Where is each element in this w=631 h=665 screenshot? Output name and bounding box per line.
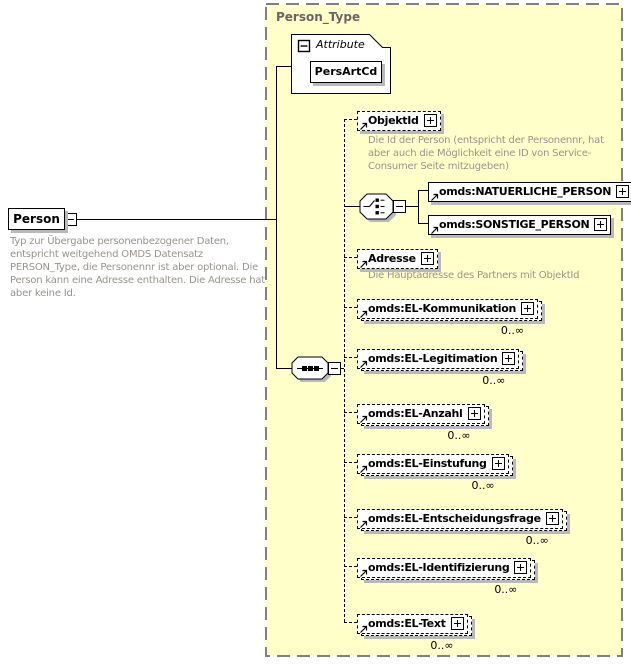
element-omds-el-entscheidungsfrage[interactable]: omds:EL-Entscheidungsfrage	[357, 508, 563, 529]
element-reference-arrow-icon	[360, 310, 368, 318]
attribute-persartcd[interactable]: PersArtCd	[310, 61, 382, 83]
element-reference-arrow-icon	[431, 226, 439, 234]
minus-icon[interactable]	[393, 200, 406, 213]
choice-compositor-icon[interactable]	[359, 193, 396, 222]
element-wrap-omds-el-einstufung: omds:EL-Einstufung 0..∞	[357, 452, 513, 492]
sequence-compositor-icon[interactable]	[291, 356, 331, 382]
cardinality-label: 0..∞	[471, 478, 495, 492]
element-label: omds:EL-Text	[368, 617, 446, 630]
element-reference-arrow-icon	[360, 625, 368, 633]
person-annotation: Typ zur Übergabe personenbezogener Daten…	[10, 236, 266, 299]
minus-icon[interactable]	[328, 362, 341, 375]
element-wrap-omds-sonstige-person: omds:SONSTIGE_PERSON	[428, 213, 612, 235]
cardinality-label: 0..∞	[430, 638, 454, 652]
element-label: omds:EL-Legitimation	[368, 352, 498, 365]
element-wrap-objektid: ObjektId	[357, 109, 441, 131]
minus-icon[interactable]	[297, 39, 311, 53]
element-label: omds:NATUERLICHE_PERSON	[439, 185, 612, 198]
element-wrap-omds-el-entscheidungsfrage: omds:EL-Entscheidungsfrage 0..∞	[357, 507, 567, 547]
element-label: omds:EL-Entscheidungsfrage	[368, 512, 541, 525]
element-reference-arrow-icon	[360, 569, 368, 577]
person-type-container	[265, 3, 623, 657]
element-reference-arrow-icon	[360, 122, 368, 130]
element-omds-el-kommunikation[interactable]: omds:EL-Kommunikation	[357, 298, 539, 319]
element-omds-el-text[interactable]: omds:EL-Text	[357, 613, 468, 634]
element-label: omds:EL-Anzahl	[368, 407, 463, 420]
element-label: Adresse	[368, 252, 416, 265]
plus-icon[interactable]	[420, 252, 434, 265]
cardinality-label: 0..∞	[447, 428, 471, 442]
annotation-objektid: Die Id der Person (entspricht der Person…	[368, 135, 604, 172]
cardinality-label: 0..∞	[482, 373, 506, 387]
element-omds-el-legitimation[interactable]: omds:EL-Legitimation	[357, 348, 520, 369]
element-reference-arrow-icon	[360, 360, 368, 368]
element-label: omds:EL-Einstufung	[368, 457, 487, 470]
element-reference-arrow-icon	[360, 415, 368, 423]
cardinality-label: 0..∞	[525, 533, 549, 547]
dashed-connectors	[344, 119, 357, 623]
element-reference-arrow-icon	[360, 520, 368, 528]
plus-icon[interactable]	[545, 512, 559, 525]
plus-icon[interactable]	[467, 407, 481, 420]
plus-icon[interactable]	[616, 185, 630, 198]
element-wrap-omds-natuerliche-person: omds:NATUERLICHE_PERSON	[428, 180, 631, 202]
element-omds-natuerliche-person[interactable]: omds:NATUERLICHE_PERSON	[428, 181, 631, 202]
plus-icon[interactable]	[514, 561, 528, 574]
element-wrap-omds-el-legitimation: omds:EL-Legitimation 0..∞	[357, 347, 524, 387]
element-omds-el-identifizierung[interactable]: omds:EL-Identifizierung	[357, 557, 532, 578]
element-wrap-omds-el-text: omds:EL-Text 0..∞	[357, 612, 472, 652]
element-person[interactable]: Person	[8, 208, 65, 230]
element-omds-el-anzahl[interactable]: omds:EL-Anzahl	[357, 403, 485, 424]
container-title: Person_Type	[276, 10, 361, 24]
attribute-header-label: Attribute	[316, 38, 365, 51]
plus-icon[interactable]	[491, 457, 505, 470]
plus-icon[interactable]	[450, 617, 464, 630]
element-label: omds:SONSTIGE_PERSON	[439, 218, 590, 231]
element-objektid[interactable]: ObjektId	[357, 110, 441, 131]
element-omds-el-einstufung[interactable]: omds:EL-Einstufung	[357, 453, 509, 474]
element-label: omds:EL-Kommunikation	[368, 302, 517, 315]
plus-icon[interactable]	[423, 114, 437, 127]
element-reference-arrow-icon	[360, 260, 368, 268]
plus-icon[interactable]	[502, 352, 516, 365]
plus-icon[interactable]	[521, 302, 535, 315]
element-reference-arrow-icon	[360, 465, 368, 473]
element-label: omds:EL-Identifizierung	[368, 561, 510, 574]
element-omds-sonstige-person[interactable]: omds:SONSTIGE_PERSON	[428, 214, 612, 235]
cardinality-label: 0..∞	[500, 323, 525, 337]
annotation-adresse: Die Hauptadresse des Partners mit Objekt…	[368, 270, 580, 281]
plus-icon[interactable]	[594, 218, 608, 231]
cardinality-label: 0..∞	[494, 582, 518, 596]
element-reference-arrow-icon	[431, 193, 439, 201]
element-adresse[interactable]: Adresse	[357, 248, 438, 269]
minus-icon[interactable]	[64, 213, 77, 226]
solid-connectors	[76, 66, 428, 369]
element-wrap-omds-el-anzahl: omds:EL-Anzahl 0..∞	[357, 402, 489, 442]
element-wrap-adresse: Adresse	[357, 247, 438, 269]
element-label: ObjektId	[368, 114, 419, 127]
element-wrap-omds-el-kommunikation: omds:EL-Kommunikation 0..∞	[357, 297, 543, 337]
element-wrap-omds-el-identifizierung: omds:EL-Identifizierung 0..∞	[357, 556, 536, 596]
